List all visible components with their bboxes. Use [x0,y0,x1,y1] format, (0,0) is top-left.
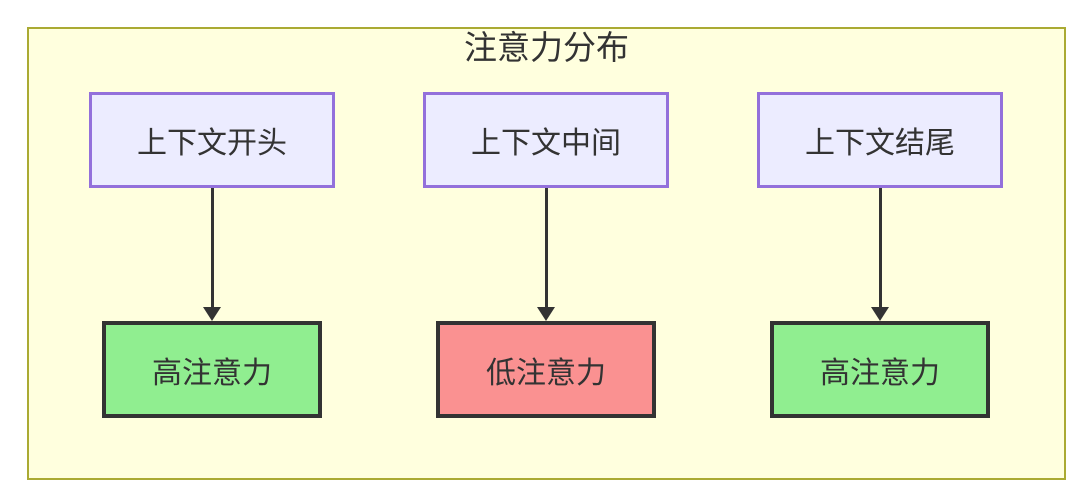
node-context-end-label: 上下文结尾 [805,127,955,160]
arrow-beginning-to-high [203,188,221,321]
node-low-attention-label: 低注意力 [486,356,606,390]
node-context-middle: 上下文中间 [423,92,669,188]
arrowhead-down-icon [871,307,889,321]
node-high-attention-2: 高注意力 [770,321,990,418]
arrow-line [878,188,882,309]
arrow-end-to-high [871,188,889,321]
node-context-beginning: 上下文开头 [89,92,335,188]
node-context-end: 上下文结尾 [757,92,1003,188]
node-high-attention-1-label: 高注意力 [152,356,272,390]
arrow-middle-to-low [537,188,555,321]
node-high-attention-1: 高注意力 [102,321,322,418]
arrowhead-down-icon [537,307,555,321]
node-context-middle-label: 上下文中间 [471,127,621,160]
node-context-beginning-label: 上下文开头 [137,127,287,160]
cluster-title: 注意力分布 [464,29,629,66]
node-high-attention-2-label: 高注意力 [820,356,940,390]
arrow-line [210,188,214,309]
node-low-attention: 低注意力 [436,321,656,418]
arrowhead-down-icon [203,307,221,321]
arrow-line [544,188,548,309]
